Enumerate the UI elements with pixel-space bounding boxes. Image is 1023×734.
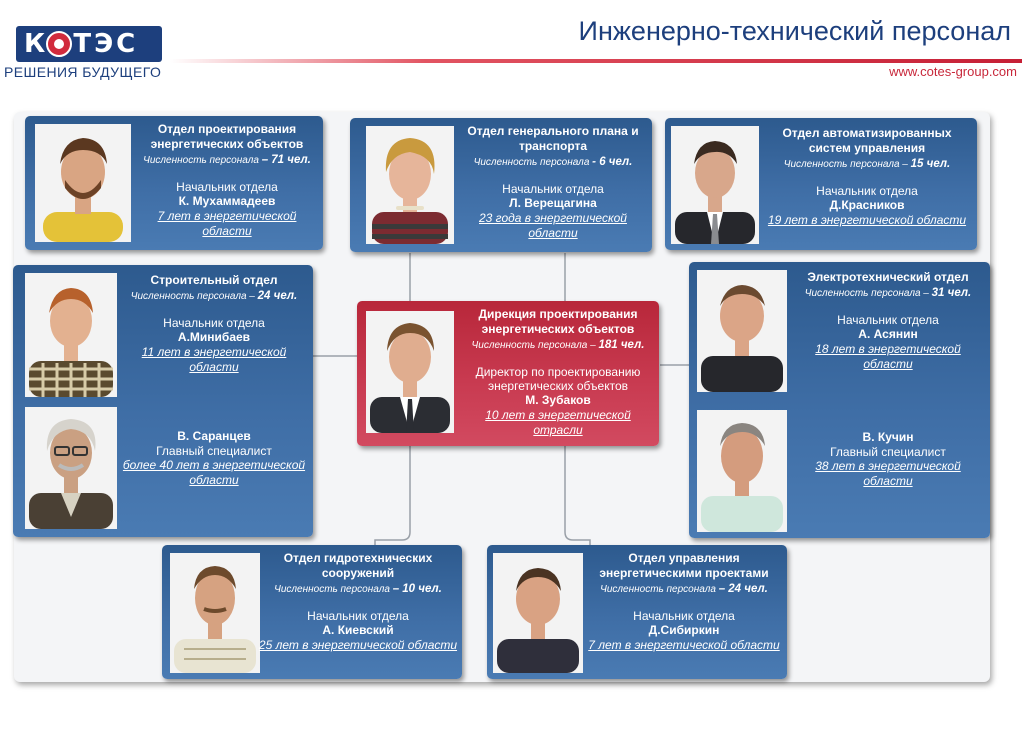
dept-name: Отдел управления энергетическими проекта…	[599, 551, 769, 580]
dept-name: Электротехнический отдел	[807, 270, 969, 284]
dept-general-plan-box: Отдел генерального плана и транспорта Чи…	[350, 118, 652, 252]
website-link[interactable]: www.cotes-group.com	[889, 64, 1017, 79]
staff-value: 181 чел.	[598, 339, 645, 351]
staff-value: 24 чел.	[257, 290, 298, 302]
person-role: Начальник отдела	[176, 180, 278, 194]
staff-value: 15 чел.	[910, 158, 951, 170]
dept-name: Отдел гидротехнических сооружений	[283, 551, 433, 580]
staff-count: Численность персонала – 71 чел.	[137, 153, 317, 168]
staff-count: Численность персонала – 15 чел.	[761, 157, 973, 172]
dept-project-management-box: Отдел управления энергетическими проекта…	[487, 545, 787, 679]
staff-count: Численность персонала – 10 чел.	[258, 582, 458, 597]
header-divider	[170, 59, 1022, 63]
staff-count: Численность персонала – 24 чел.	[119, 289, 309, 304]
person-role: Начальник отдела	[633, 609, 735, 623]
staff-label: Численность персонала –	[471, 340, 596, 351]
person-role: Начальник отдела	[816, 184, 918, 198]
person-experience[interactable]: 7 лет в энергетической области	[588, 638, 780, 652]
person-name: М. Зубаков	[525, 393, 591, 407]
dept-name: Отдел генерального плана и транспорта	[467, 124, 639, 153]
person-role: Начальник отдела	[502, 182, 604, 196]
person-name: А.Минибаев	[177, 330, 251, 344]
person-name: А. Асянин	[858, 327, 918, 341]
directorate-box: Дирекция проектирования энергетических о…	[357, 301, 659, 446]
specialist-experience[interactable]: более 40 лет в энергетической области	[122, 458, 306, 487]
person-name: К. Мухаммадеев	[178, 194, 276, 208]
specialist-photo	[697, 410, 787, 532]
staff-label: Численность персонала	[473, 157, 590, 168]
director-photo	[366, 311, 454, 433]
staff-label: Численность персонала –	[130, 291, 255, 302]
person-photo	[697, 270, 787, 392]
staff-value: – 71 чел.	[261, 154, 311, 166]
person-experience[interactable]: 23 года в энергетической области	[479, 211, 627, 240]
person-experience[interactable]: 7 лет в энергетической области	[157, 209, 297, 238]
staff-count: Численность персонала – 24 чел.	[585, 582, 783, 597]
dept-name: Дирекция проектирования энергетических о…	[478, 307, 638, 336]
dept-energy-design-box: Отдел проектирования энергетических объе…	[25, 116, 323, 250]
logo-text: КОТЭС	[24, 29, 139, 59]
specialist-role: Главный специалист	[830, 445, 946, 459]
staff-value: – 10 чел.	[392, 583, 442, 595]
company-logo: КОТЭС	[16, 26, 162, 62]
person-name: Д.Красников	[829, 198, 905, 212]
person-experience[interactable]: 10 лет в энергетической отрасли	[485, 408, 631, 437]
person-experience[interactable]: 19 лет в энергетической области	[767, 213, 967, 227]
staff-count: Численность персонала - 6 чел.	[458, 155, 648, 170]
person-photo	[493, 553, 583, 673]
connector-project-mgmt	[564, 446, 591, 546]
staff-value: 31 чел.	[931, 287, 972, 299]
person-photo	[671, 126, 759, 244]
connector-hydro	[374, 446, 411, 546]
staff-label: Численность персонала	[600, 584, 716, 595]
person-experience[interactable]: 18 лет в энергетической области	[815, 342, 961, 371]
person-role: Начальник отдела	[307, 609, 409, 623]
staff-label: Численность персонала –	[783, 159, 908, 170]
person-experience[interactable]: 11 лет в энергетической области	[141, 345, 287, 374]
person-photo	[35, 124, 131, 242]
logo-emblem-icon	[46, 31, 72, 57]
dept-electrical-box: Электротехнический отдел Численность пер…	[689, 262, 990, 538]
person-role: Начальник отдела	[837, 313, 939, 327]
dept-name: Отдел автоматизированных систем управлен…	[782, 126, 952, 155]
person-photo	[25, 273, 117, 397]
specialist-experience[interactable]: 38 лет в энергетической области	[815, 459, 961, 488]
page-title: Инженерно-технический персонал	[578, 16, 1011, 46]
person-name: Д.Сибиркин	[648, 623, 720, 637]
staff-value: – 24 чел.	[718, 583, 768, 595]
staff-label: Численность персонала	[274, 584, 390, 595]
person-role: Начальник отдела	[163, 316, 265, 330]
dept-construction-box: Строительный отдел Численность персонала…	[13, 265, 313, 537]
staff-value: - 6 чел.	[592, 156, 633, 168]
dept-automation-box: Отдел автоматизированных систем управлен…	[665, 118, 977, 250]
person-name: Л. Верещагина	[509, 196, 597, 210]
person-photo	[366, 126, 454, 244]
dept-name: Строительный отдел	[150, 273, 278, 287]
staff-label: Численность персонала	[143, 155, 259, 166]
dept-hydro-box: Отдел гидротехнических сооружений Числен…	[162, 545, 462, 679]
person-role: Директор по проектированию энергетически…	[475, 365, 641, 393]
dept-name: Отдел проектирования энергетических объе…	[150, 122, 304, 151]
staff-count: Численность персонала – 31 чел.	[791, 286, 985, 301]
specialist-name: В. Кучин	[862, 430, 914, 444]
tagline: РЕШЕНИЯ БУДУЩЕГО	[4, 64, 162, 80]
person-experience[interactable]: 25 лет в энергетической области	[258, 638, 458, 652]
person-name: А. Киевский	[322, 623, 394, 637]
specialist-name: В. Саранцев	[177, 429, 251, 443]
specialist-role: Главный специалист	[156, 444, 272, 458]
person-photo	[170, 553, 260, 673]
staff-count: Численность персонала – 181 чел.	[461, 338, 655, 353]
staff-label: Численность персонала –	[804, 288, 929, 299]
specialist-photo	[25, 407, 117, 529]
